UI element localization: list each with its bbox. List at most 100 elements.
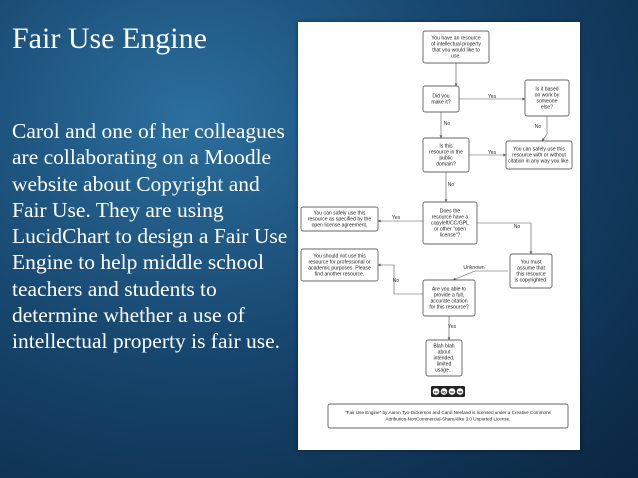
flow-node-text: Did you — [432, 93, 449, 99]
flow-arrowhead — [378, 219, 381, 223]
flow-node-box — [300, 248, 379, 282]
flow-edge-label: Yes — [488, 94, 497, 100]
flow-edge-label: No — [393, 278, 400, 284]
flow-arrowhead — [378, 263, 381, 267]
flow-node-text: for this resource? — [429, 304, 469, 310]
flow-node-text: resource as specified by the — [308, 216, 372, 222]
cc-badge-label: nc — [450, 389, 455, 394]
flow-node-text: about — [438, 349, 451, 355]
flow-arrowhead — [542, 138, 545, 141]
flow-node-text: domain? — [436, 161, 456, 167]
flow-node-text: academic purposes. Please — [308, 265, 371, 271]
flow-arrowhead — [454, 83, 458, 86]
flow-edge-label: Yes — [392, 215, 401, 221]
flow-edge-label: Yes — [448, 324, 457, 330]
flow-node-text: Is this — [439, 143, 453, 149]
flow-node-box — [524, 79, 570, 117]
cc-badge-icon — [448, 387, 456, 396]
flow-node-text: intended, — [434, 355, 455, 361]
cc-badge-icon — [440, 387, 448, 396]
flow-node-blah: Blah blahaboutintended,limitedusage... — [425, 339, 463, 377]
license-footer: "Fair Use Engine" by Aaron Tyo-Dickerson… — [327, 403, 569, 429]
flow-edge-label: Yes — [488, 150, 497, 156]
flow-edge-label: No — [444, 121, 451, 127]
flow-node-text: Are you able to — [432, 286, 466, 292]
cc-badge-label: cc — [434, 389, 439, 394]
flow-node-text: on work by — [535, 92, 560, 98]
flow-arrowhead — [522, 97, 525, 101]
flow-node-text: find another resource. — [315, 271, 365, 277]
flow-node-text: open license agreement. — [312, 222, 368, 228]
flow-node-text: You must — [520, 259, 542, 265]
flow-node-text: of intellectual property — [431, 41, 481, 47]
flow-node-text: Is it based — [535, 86, 558, 92]
flow-edge-label: No — [448, 182, 455, 188]
flow-node-text: You have an resource — [431, 35, 481, 41]
flow-node-text: Does the — [440, 208, 461, 214]
flow-node-box — [300, 206, 379, 232]
flow-node-text: use. — [451, 53, 461, 59]
flow-node-text: else? — [541, 104, 553, 110]
flow-node-text: or other "open — [434, 226, 466, 232]
flow-node-box — [505, 140, 573, 170]
flow-arrowhead — [439, 135, 443, 138]
flow-connector — [477, 222, 532, 254]
flow-node-text: usage... — [435, 367, 453, 373]
flow-connector — [541, 116, 548, 142]
flow-node-box — [422, 279, 476, 317]
flow-node-box — [422, 85, 460, 113]
flow-node-text: public — [439, 155, 453, 161]
flow-node-text: You can safely use this — [314, 210, 366, 216]
flow-connector — [378, 264, 423, 295]
flow-node-text: copyleft/CC/GPL — [431, 220, 469, 226]
flow-arrowhead — [529, 251, 533, 254]
cc-badge-icon — [456, 387, 464, 396]
flow-node-box — [509, 253, 553, 289]
flow-node-text: make it? — [431, 99, 450, 105]
flow-node-text: accurate citation — [430, 298, 467, 304]
flow-node-text: citation in any way you like. — [508, 158, 570, 164]
slide-body-text: Carol and one of her colleagues are coll… — [12, 119, 288, 354]
flow-node-text: resource in the — [429, 149, 463, 155]
flow-node-text: resource have a — [432, 214, 469, 220]
slide-title: Fair Use Engine — [12, 22, 207, 55]
flow-connector — [452, 270, 508, 281]
flow-node-text: is copyrighted. — [515, 277, 548, 283]
flow-node-text: assume that — [517, 265, 545, 271]
flow-node-text: You should not use this — [313, 253, 366, 259]
cc-badge-label: by — [442, 389, 447, 394]
flow-node-text: this resource — [516, 271, 545, 277]
cc-badge-icon — [432, 387, 440, 396]
flow-node-text: You can safely use this — [513, 146, 565, 152]
flow-arrowhead — [503, 153, 506, 157]
flow-node-box — [422, 201, 478, 245]
flow-node-box — [422, 30, 490, 64]
flow-node-text: resource with or without — [512, 152, 566, 158]
flow-node-text: resource for professional or — [308, 259, 370, 265]
flow-node-text: Blah blah — [433, 343, 454, 349]
flow-node-box — [425, 339, 463, 377]
flow-node-text: limited — [437, 361, 452, 367]
flow-edge-label: No — [535, 124, 542, 130]
flow-node-text: that you would like to — [432, 47, 480, 53]
license-footer-text: Attribution-NonCommercial-ShareAlike 3.0… — [385, 417, 510, 422]
flow-edge-label: Unknown — [463, 265, 484, 271]
license-footer-box — [327, 403, 569, 429]
flow-arrowhead — [447, 337, 451, 340]
flow-edge-label: No — [514, 224, 521, 230]
flow-node-text: someone — [537, 98, 558, 104]
flow-arrowhead — [444, 199, 448, 202]
